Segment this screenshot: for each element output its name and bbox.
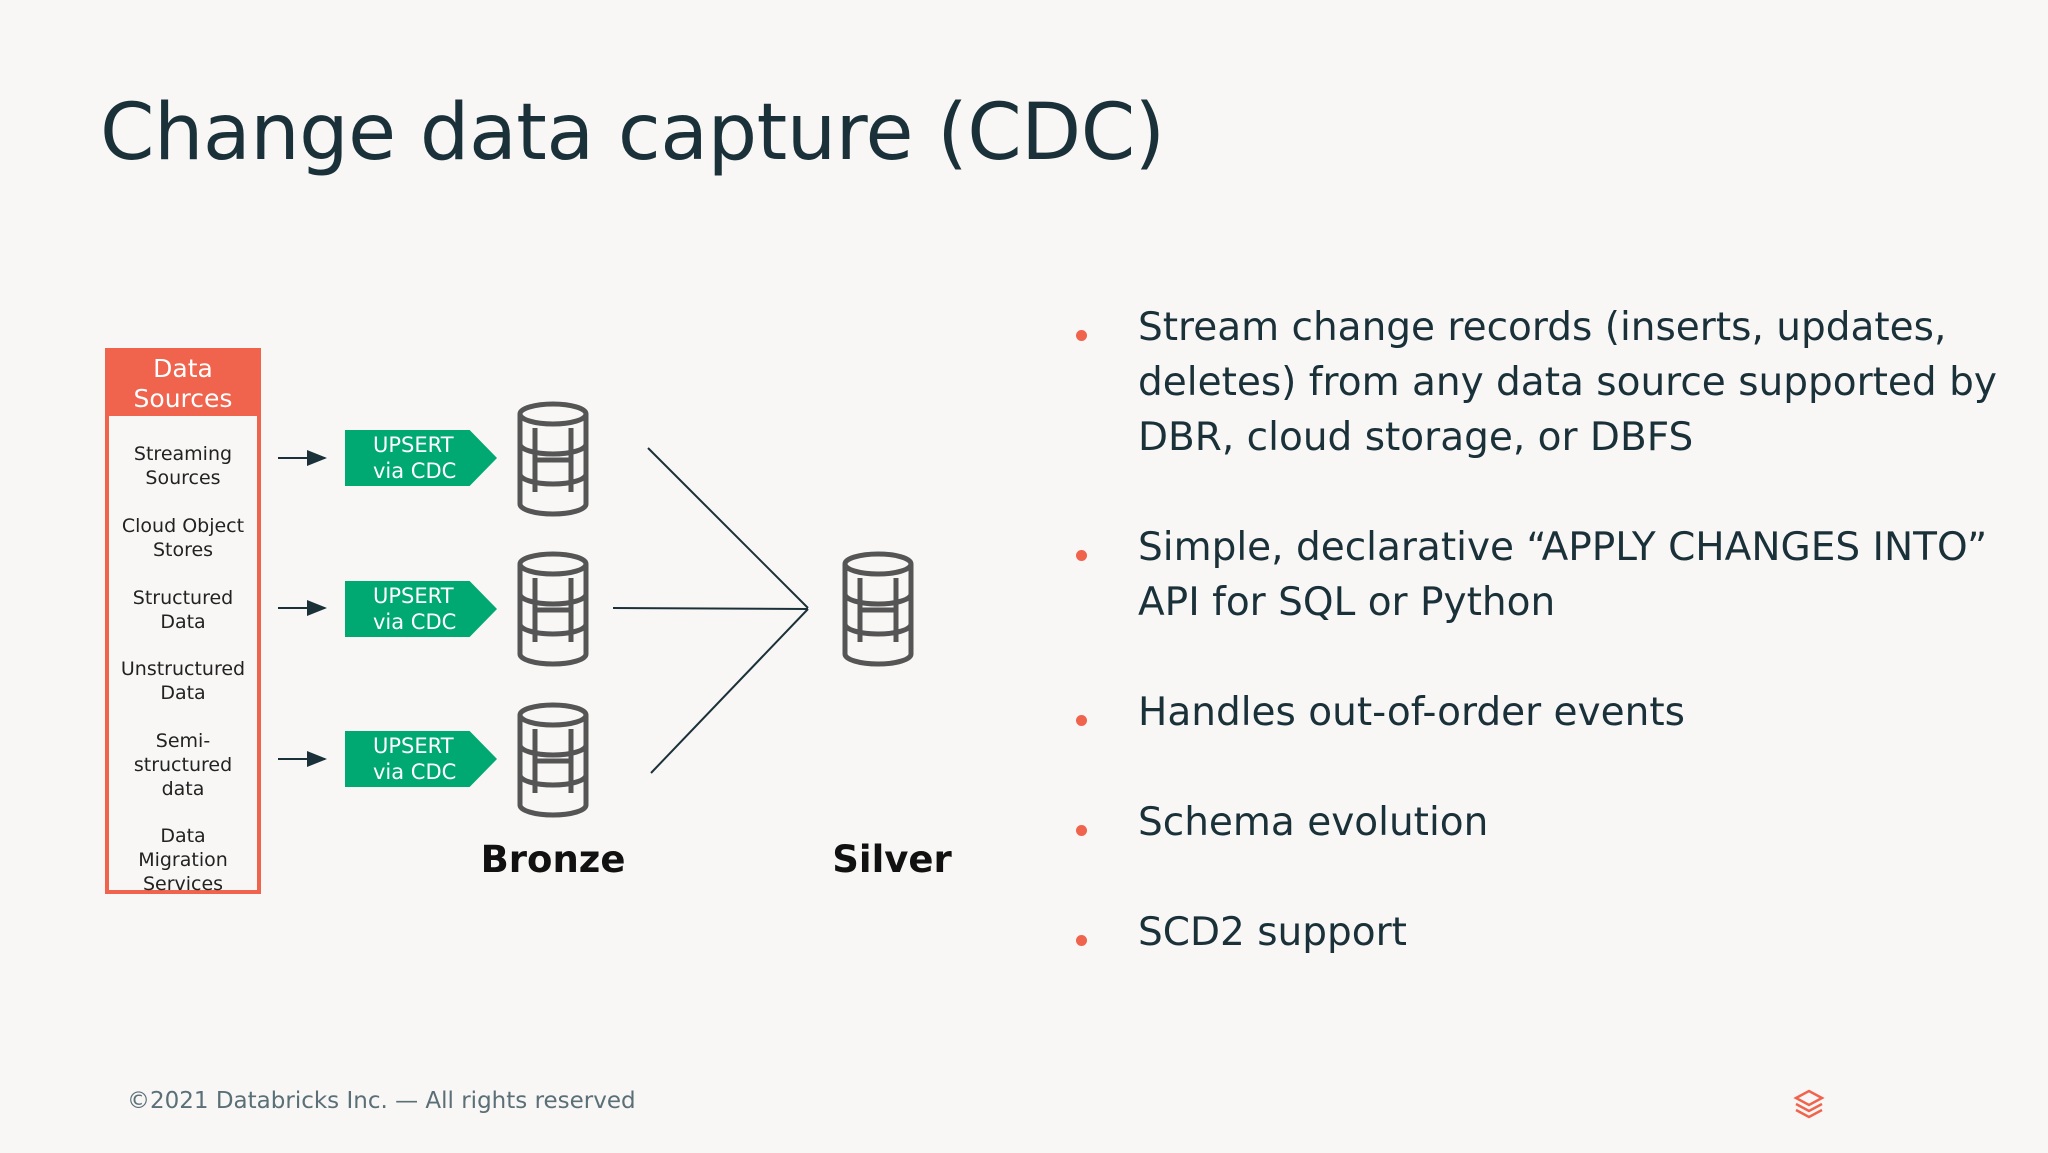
bullet-dot bbox=[1076, 550, 1087, 561]
flow-line bbox=[650, 608, 809, 774]
bullet-dot bbox=[1076, 715, 1087, 726]
bullet-dot bbox=[1076, 935, 1087, 946]
databricks-logo-icon bbox=[1793, 1089, 1825, 1119]
flow-line bbox=[647, 447, 809, 609]
data-sources-header: Data Sources bbox=[109, 352, 257, 416]
source-semi-structured: Semi- structured data bbox=[133, 730, 233, 800]
data-sources-panel: Data Sources Streaming Sources Cloud Obj… bbox=[105, 348, 261, 895]
source-unstructured: Unstructured Data bbox=[120, 658, 246, 704]
bullet-dot bbox=[1076, 825, 1087, 836]
source-streaming: Streaming Sources bbox=[133, 443, 233, 489]
database-icon bbox=[520, 554, 586, 664]
upsert-tag: UPSERT via CDC bbox=[345, 731, 497, 787]
upsert-tag: UPSERT via CDC bbox=[345, 581, 497, 637]
bronze-label: Bronze bbox=[480, 838, 626, 881]
source-cloud-object-stores: Cloud Object Stores bbox=[121, 515, 245, 561]
source-structured: Structured Data bbox=[132, 587, 234, 633]
slide-title: Change data capture (CDC) bbox=[100, 88, 1165, 178]
database-icon bbox=[520, 705, 586, 815]
database-icon bbox=[845, 554, 911, 664]
flow-line bbox=[612, 607, 809, 610]
source-data-migration: Data Migration Services bbox=[138, 825, 228, 895]
database-icon bbox=[520, 404, 586, 514]
upsert-tag: UPSERT via CDC bbox=[345, 430, 497, 486]
footer-copyright: ©2021 Databricks Inc. — All rights reser… bbox=[127, 1088, 636, 1114]
silver-label: Silver bbox=[832, 838, 952, 881]
bullet-dot bbox=[1076, 330, 1087, 341]
